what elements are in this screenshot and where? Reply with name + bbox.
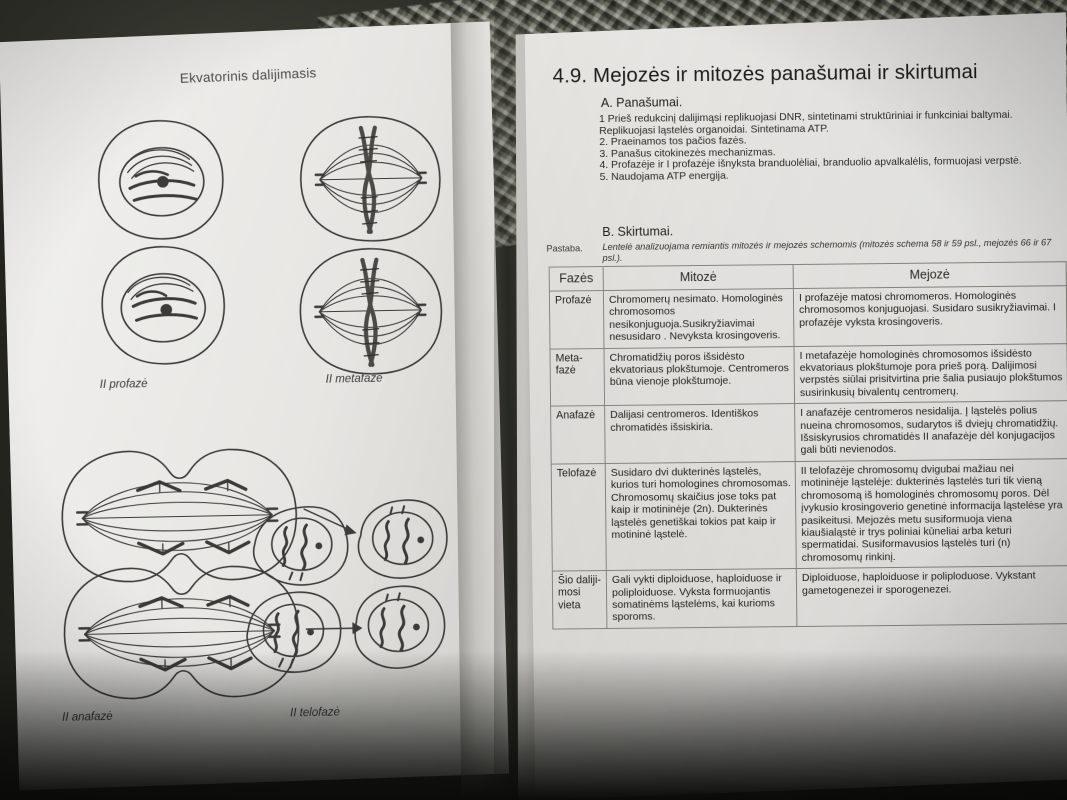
cell-meiosis: II telofazėje chromosomų dvigubai mažiau… (795, 458, 1067, 569)
cell-meiosis: I profazėje matosi chromomeros. Homologi… (793, 285, 1067, 347)
cell-mitosis: Dalijasi centromeros. Identiškos chromat… (604, 403, 796, 464)
col-header-meiosis: Mejozė (793, 261, 1067, 289)
table-row: Šio daliji-mosi vieta Gali vykti diploid… (552, 565, 1067, 629)
cell-phase: Anafazė (550, 405, 606, 464)
col-header-mitosis: Mitozė (603, 264, 794, 291)
note-label: Pastaba. (546, 243, 583, 254)
cell-metaphase-2 (299, 247, 442, 375)
cell-prophase-1 (98, 120, 224, 240)
col-header-phases: Fazės (549, 266, 604, 292)
table-row: Telofazė Susidaro dvi dukterinės ląstelė… (551, 458, 1067, 572)
bottom-shadow (0, 650, 1067, 800)
cell-meiosis: I anafazėje centromeros nesidalija. Į lą… (794, 400, 1067, 462)
cell-phase: Šio daliji-mosi vieta (552, 570, 607, 629)
section-b-heading: B. Skirtumai. (602, 224, 674, 240)
page-title: 4.9. Mejozės ir mitozės panašumai ir ski… (552, 60, 978, 88)
cell-mitosis: Susidaro dvi dukterinės ląstelės, kurios… (605, 461, 797, 571)
cell-phase: Meta- fazė (549, 348, 605, 407)
table-row: Anafazė Dalijasi centromeros. Identiškos… (550, 400, 1067, 464)
figure-label-ii-metafaze: II metafazė (325, 372, 383, 386)
daughter-cell-4 (354, 585, 445, 668)
figure-label-ii-profaze: II profazė (99, 378, 148, 392)
cell-phase: Telofazė (551, 463, 607, 572)
section-a-heading: A. Panašumai. (600, 95, 683, 111)
table-row: Meta- fazė Chromatidžių poros išsidėsto … (549, 343, 1067, 407)
note-text: Lentelė analizuojama remiantis mitozės i… (602, 237, 1052, 263)
daughter-cell-1 (253, 506, 349, 586)
similarities-list: 1 Prieš redukcinį dalijimąsi replikuojas… (599, 109, 1062, 183)
cell-metaphase-1 (300, 115, 441, 242)
cell-prophase-2 (101, 246, 225, 365)
comparison-table: Fazės Mitozė Mejozė Profazė Chromomerų n… (549, 261, 1067, 629)
cell-meiosis: Diploiduose, haploiduose ir poliploduose… (796, 565, 1067, 627)
cell-anaphase-1 (61, 447, 357, 583)
cell-phase: Profazė (549, 290, 604, 349)
cell-meiosis: I metafazėje homologinės chromosomos išs… (793, 343, 1067, 404)
cell-mitosis: Gali vykti diploiduose, haploiduose ir p… (606, 568, 797, 629)
cell-mitosis: Chromatidžių poros išsidėsto ekvatoriaus… (603, 346, 795, 406)
cell-mitosis: Chromomerų nesimato. Homologinės chromos… (603, 288, 794, 349)
daughter-cell-2 (358, 499, 448, 579)
table-row: Profazė Chromomerų nesimato. Homologinės… (549, 285, 1067, 349)
